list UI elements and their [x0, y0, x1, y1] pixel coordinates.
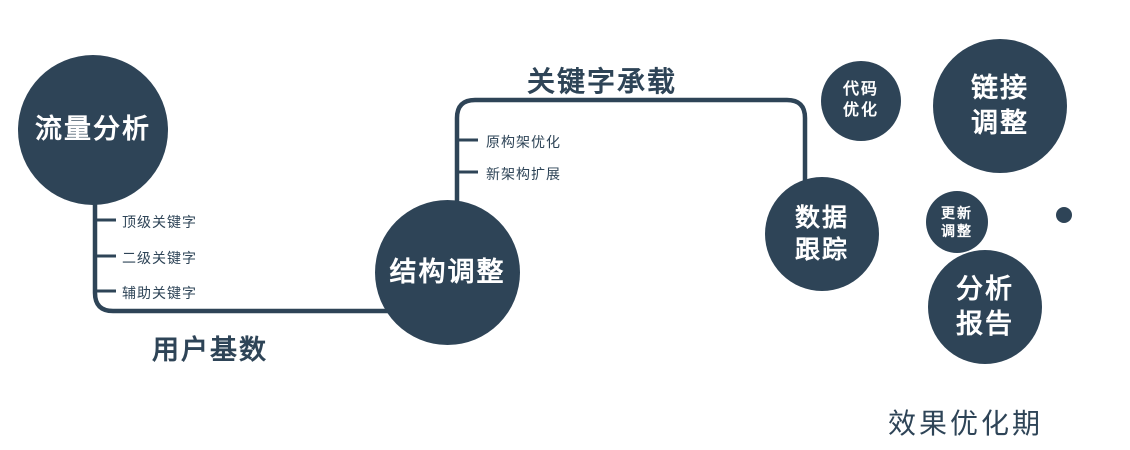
node-analysis-report: 分析报告: [928, 250, 1042, 364]
node-traffic-analysis-label: 流量分析: [35, 114, 151, 145]
node-link-adjustment-label: 链接调整: [971, 72, 1029, 138]
node-code-optimization: 代码优化: [821, 61, 901, 141]
edge-label-keyword-carry: 关键字承载: [527, 66, 678, 97]
tick-marks: [95, 138, 478, 293]
dot-marker: [1056, 207, 1072, 223]
node-data-tracking-label: 数据跟踪: [794, 203, 849, 265]
edge-label-user-base: 用户基数: [152, 335, 268, 365]
caption-effect-optimization-period: 效果优化期: [888, 408, 1044, 439]
tick-label-aux-keyword: 辅助关键字: [122, 285, 197, 301]
node-link-adjustment: 链接调整: [933, 39, 1067, 173]
connector-structure-to-tracking: [454, 97, 808, 205]
node-update-adjustment-label: 更新调整: [941, 204, 973, 239]
node-traffic-analysis: 流量分析: [18, 55, 168, 205]
tick-label-new-arch: 新架构扩展: [486, 166, 561, 182]
node-data-tracking: 数据跟踪: [765, 177, 879, 291]
node-code-optimization-label: 代码优化: [842, 81, 879, 119]
node-structure-adjustment: 结构调整: [375, 200, 520, 345]
node-analysis-report-label: 分析报告: [956, 273, 1014, 339]
node-structure-adjustment-label: 结构调整: [389, 256, 506, 287]
node-update-adjustment: 更新调整: [926, 191, 988, 253]
tick-label-second-keyword: 二级关键字: [122, 250, 197, 266]
connector-traffic-to-structure: [92, 200, 392, 314]
tick-label-orig-arch: 原构架优化: [486, 134, 561, 150]
tick-label-top-keyword: 顶级关键字: [122, 214, 197, 230]
